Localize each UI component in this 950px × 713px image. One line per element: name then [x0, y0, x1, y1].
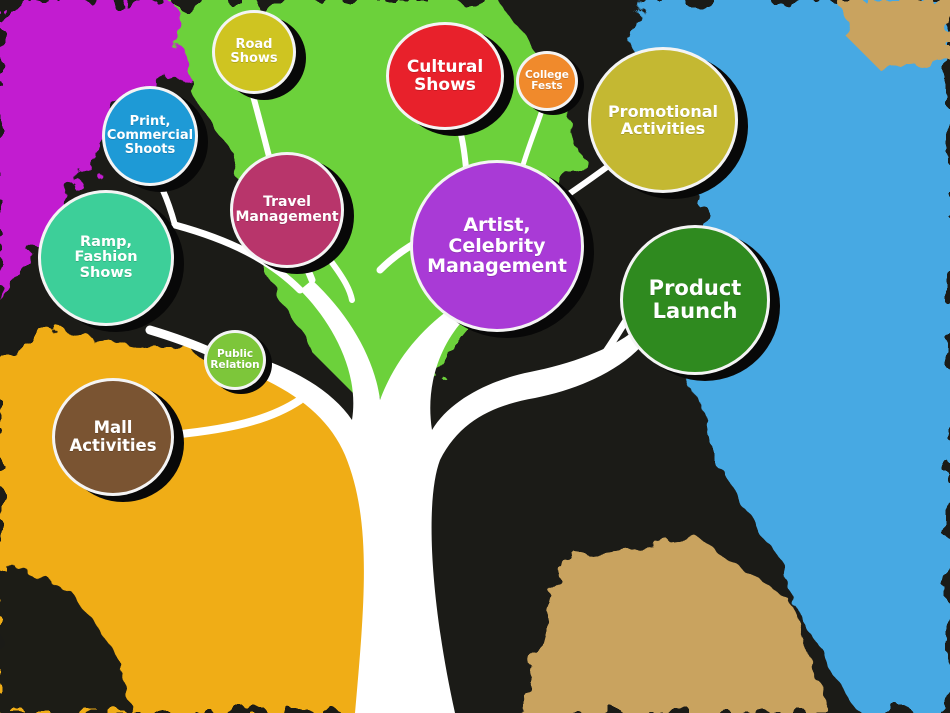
dark-paint-accent	[0, 560, 130, 713]
tree-branch	[156, 396, 304, 440]
tan-paint-area	[520, 540, 830, 713]
road-shows-bubble: Road Shows	[212, 10, 296, 94]
tree-branch	[327, 257, 355, 303]
product-launch-bubble: Product Launch	[620, 225, 770, 375]
college-fests-bubble: College Fests	[516, 51, 578, 111]
promotional-activities-bubble: Promotional Activities	[588, 47, 738, 193]
travel-management-bubble: Travel Management	[230, 152, 344, 268]
cultural-shows-bubble: Cultural Shows	[386, 22, 504, 130]
artist-celebrity-management-bubble: Artist, Celebrity Management	[410, 160, 584, 332]
blue-paint-area	[630, 0, 950, 713]
tan-paint-top-area	[840, 0, 950, 70]
ramp-fashion-shows-bubble: Ramp, Fashion Shows	[38, 190, 174, 326]
public-relation-bubble: Public Relation	[204, 330, 266, 390]
print-commercial-shoots-bubble: Print, Commercial Shoots	[102, 86, 198, 186]
mall-activities-bubble: Mall Activities	[52, 378, 174, 496]
tree-trunk	[255, 280, 645, 713]
